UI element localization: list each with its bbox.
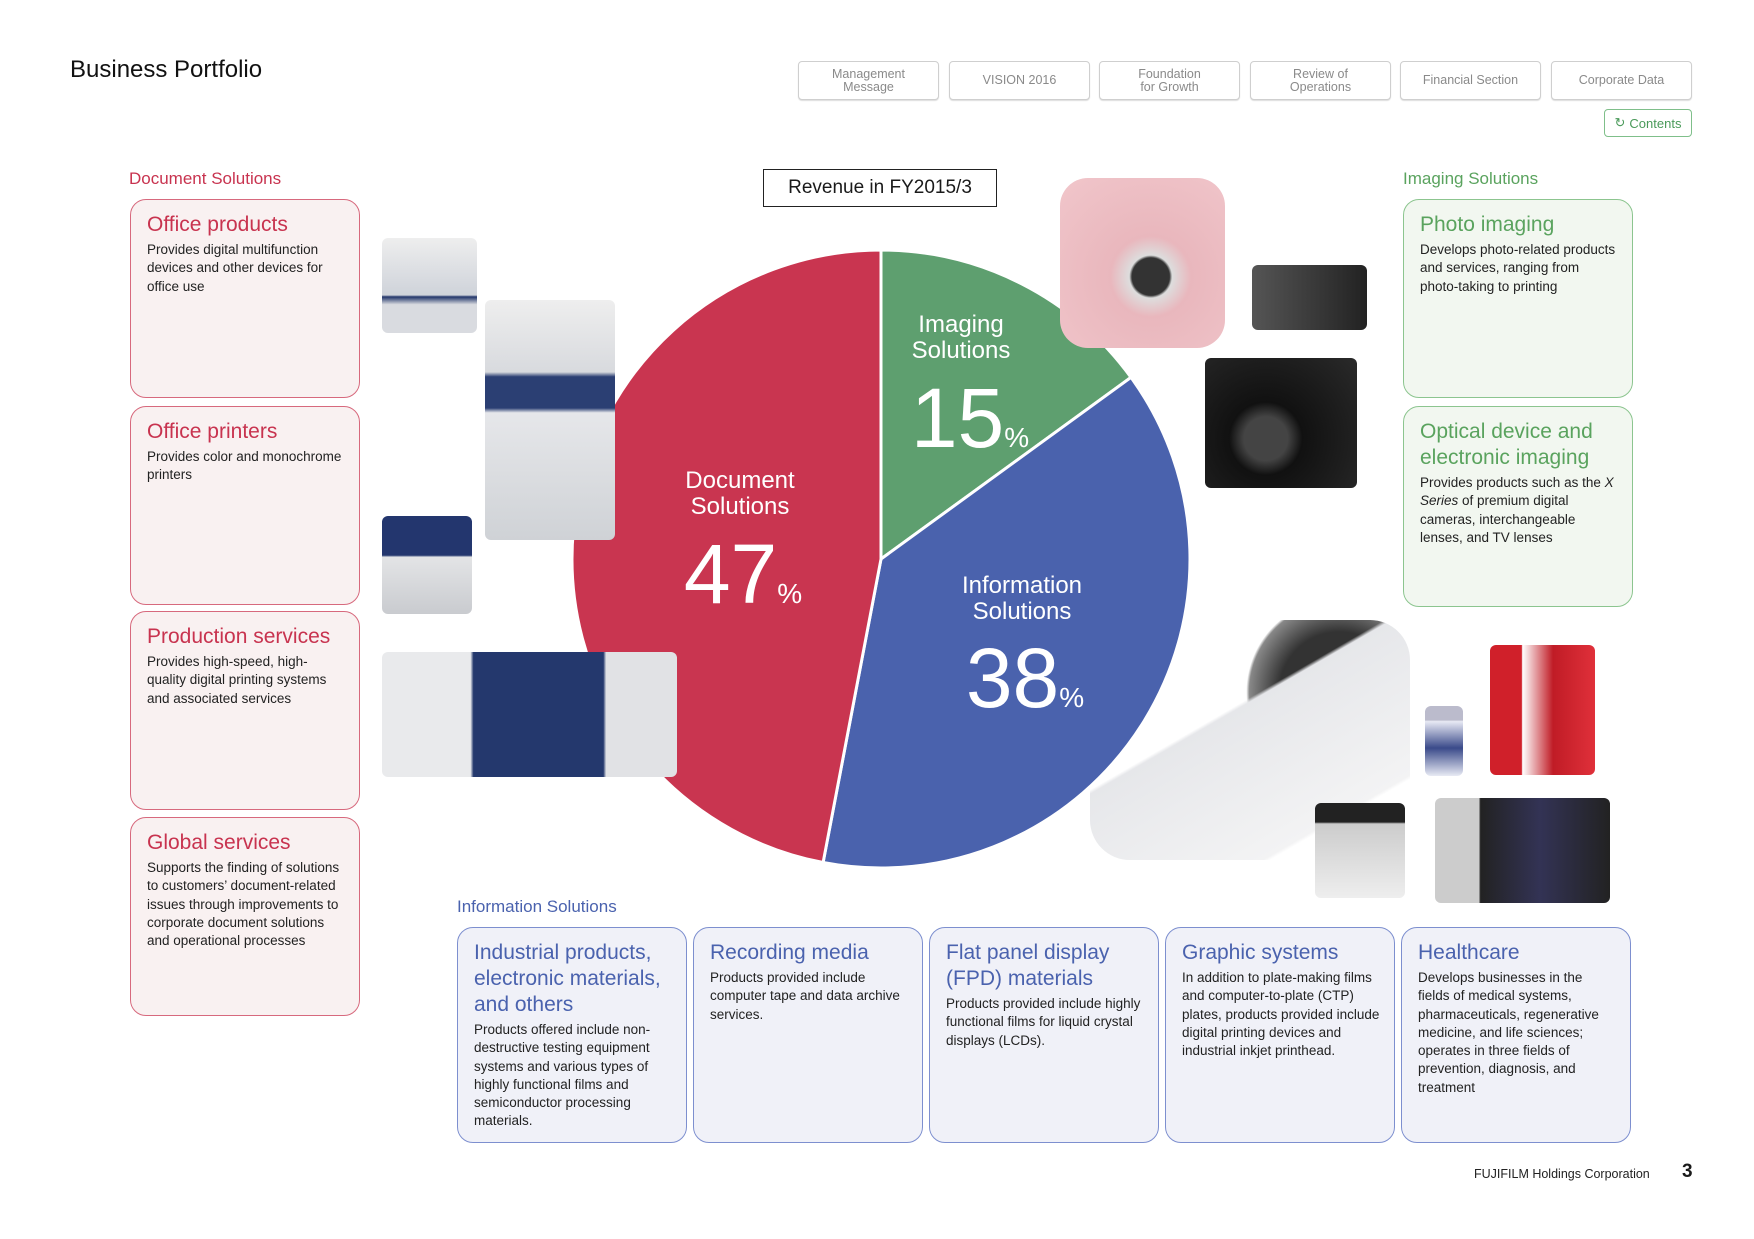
imaging-slice-value: 15% — [911, 376, 1029, 480]
contents-label: Contents — [1629, 115, 1682, 131]
desktop-printer-image — [382, 516, 472, 614]
nav-foundation-for-growth[interactable]: Foundation for Growth — [1099, 61, 1240, 100]
instax-camera-image — [1060, 178, 1225, 348]
information-solutions-label: Information Solutions — [457, 897, 617, 916]
office-printer-image — [485, 300, 615, 540]
box-title: Recording media — [710, 941, 869, 964]
box-title: Flat panel display (FPD) materials — [946, 941, 1110, 990]
unit: % — [1004, 422, 1030, 453]
information-slice-value: 38% — [966, 636, 1084, 740]
unit: % — [777, 578, 803, 609]
contents-button[interactable]: ↻Contents — [1604, 109, 1692, 137]
unit: % — [1059, 682, 1085, 713]
box-text: Products offered include non-destructive… — [474, 1022, 651, 1129]
page-number: 3 — [1682, 1161, 1693, 1182]
document-solutions-label: Document Solutions — [129, 169, 282, 188]
value: 15 — [910, 371, 1005, 465]
production-printer-image — [382, 652, 677, 777]
cosmetics-image — [1490, 645, 1595, 775]
box-title: Production services — [147, 625, 331, 648]
imaging-solutions-label: Imaging Solutions — [1403, 169, 1539, 188]
tv-lens-image — [1252, 265, 1367, 330]
imaging-slice-label: Imaging Solutions — [911, 311, 1011, 364]
box-title: Industrial products, electronic material… — [474, 941, 661, 1016]
box-title: Office printers — [147, 420, 278, 443]
nav-management-message[interactable]: Management Message — [798, 61, 939, 100]
box-title: Optical device and electronic imaging — [1420, 420, 1593, 469]
box-title: Photo imaging — [1420, 213, 1555, 236]
return-arrow-icon: ↻ — [1614, 115, 1626, 130]
nav-corporate-data[interactable]: Corporate Data — [1551, 61, 1692, 100]
industrial-products-box: Industrial products, electronic material… — [457, 927, 687, 1143]
document-slice-label: Document Solutions — [685, 467, 795, 520]
text-part: Provides products such as the — [1420, 475, 1605, 490]
box-title: Office products — [147, 213, 288, 236]
box-title: Healthcare — [1418, 941, 1520, 964]
box-title: Global services — [147, 831, 291, 854]
value: 47 — [683, 527, 778, 621]
text-part: of premium digital cameras, interchangea… — [1420, 493, 1576, 545]
x-series-text: X Series — [1420, 475, 1614, 509]
document-slice-value: 47% — [684, 532, 802, 636]
nav-vision-2016[interactable]: VISION 2016 — [949, 61, 1090, 100]
multifunction-device-image — [382, 238, 477, 333]
box-text: Develops photo-related products and serv… — [1420, 242, 1616, 294]
box-text: Develops businesses in the fields of med… — [1418, 970, 1599, 1095]
box-text: Products provided include highly functio… — [946, 996, 1141, 1048]
graphic-systems-box: Graphic systems In addition to plate-maki… — [1165, 927, 1395, 1143]
pharmaceutical-vial-image — [1425, 706, 1463, 776]
page-title: Business Portfolio — [70, 56, 263, 83]
box-text: Provides high-speed, high-quality digita… — [147, 654, 327, 706]
x-series-camera-image — [1205, 358, 1357, 488]
nav-financial-section[interactable]: Financial Section — [1400, 61, 1541, 100]
box-text: Products provided include computer tape … — [710, 970, 900, 1022]
box-text: Supports the finding of solutions to cus… — [147, 860, 340, 949]
chart-title: Revenue in FY2015/3 — [763, 169, 997, 207]
medical-workstation-image — [1435, 798, 1610, 903]
nav-review-of-operations[interactable]: Review of Operations — [1250, 61, 1391, 100]
box-text: Provides digital multifunction devices a… — [147, 242, 323, 294]
lto-tape-image — [1315, 803, 1405, 898]
value: 38 — [965, 631, 1060, 725]
box-text: Provides color and monochrome printers — [147, 449, 342, 483]
information-slice-label: Information Solutions — [961, 572, 1083, 625]
footer-company: FUJIFILM Holdings Corporation — [1474, 1167, 1650, 1181]
box-text: Provides products such as the X Series o… — [1420, 474, 1618, 547]
box-title: Graphic systems — [1182, 941, 1339, 964]
box-text: In addition to plate-making films and co… — [1182, 970, 1380, 1059]
